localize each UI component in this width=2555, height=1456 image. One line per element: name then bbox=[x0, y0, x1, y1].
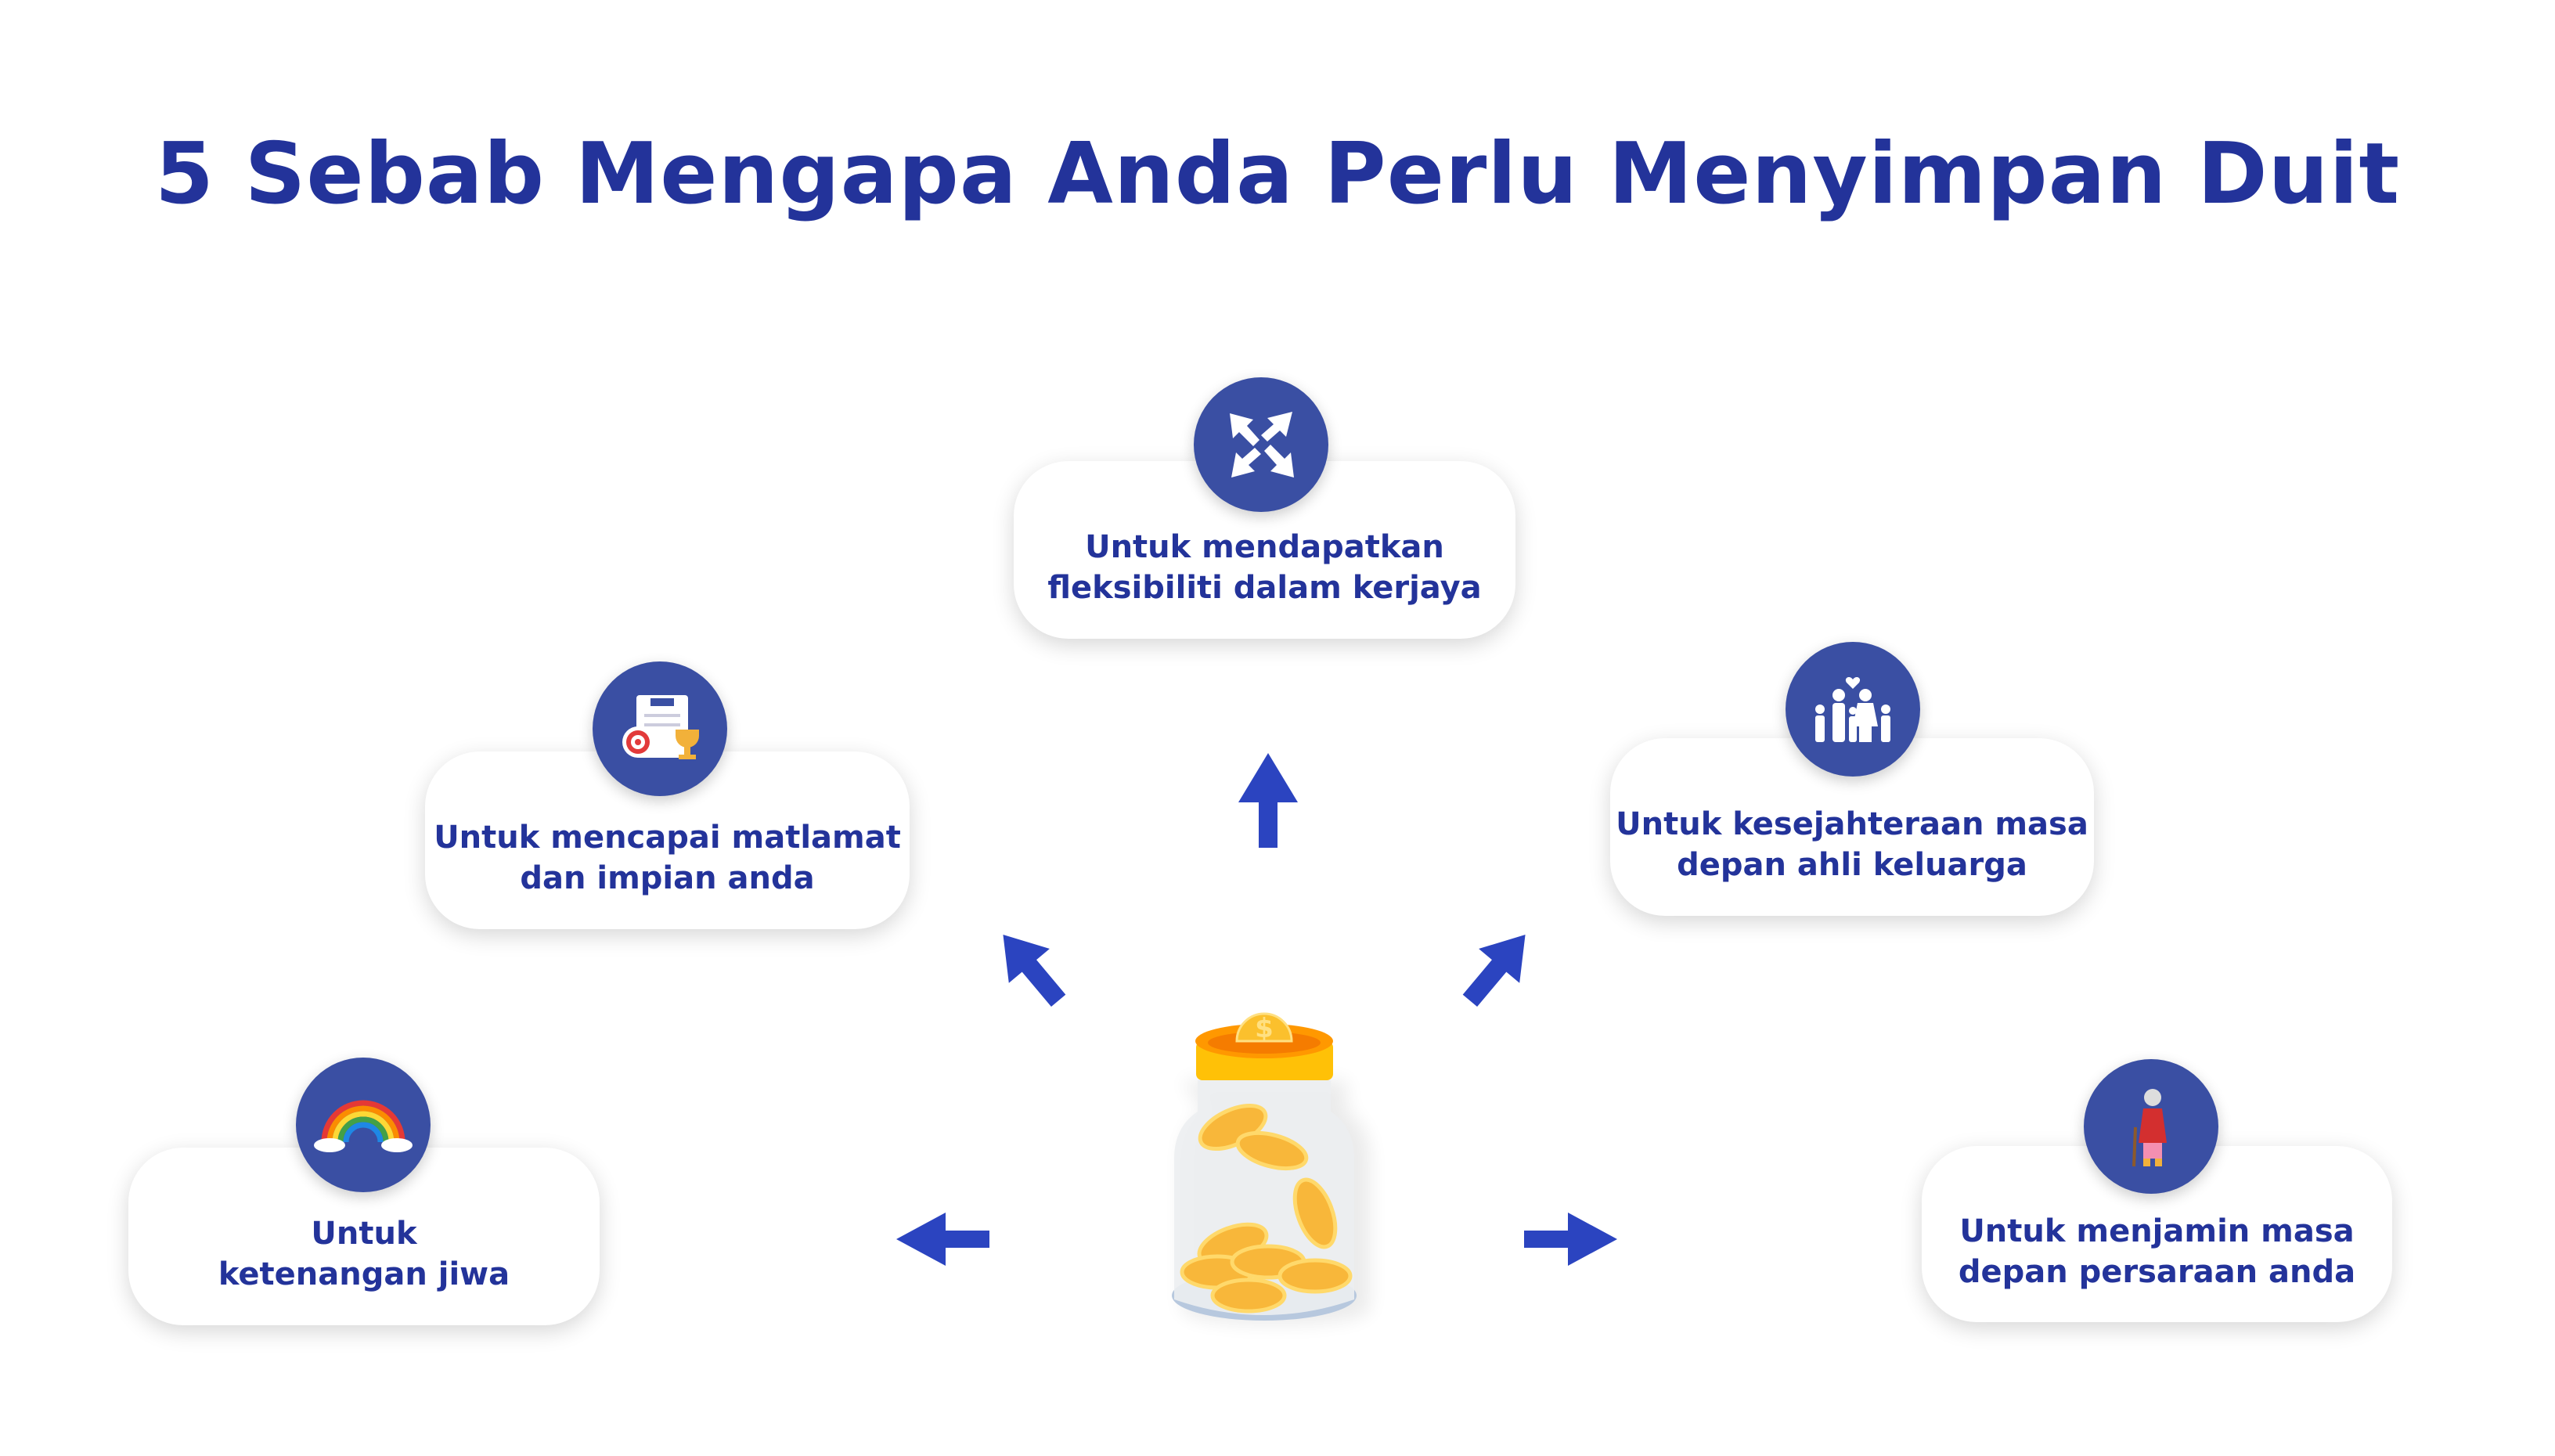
arrow-up-left-icon bbox=[1003, 935, 1066, 1007]
arrows-expand-icon bbox=[1194, 377, 1328, 512]
page-title: 5 Sebab Mengapa Anda Perlu Menyimpan Dui… bbox=[154, 125, 2401, 223]
rainbow-icon bbox=[296, 1058, 431, 1192]
reason-text: Untuk mendapatkan fleksibiliti dalam ker… bbox=[1047, 528, 1482, 606]
arrow-right-icon bbox=[1524, 1213, 1617, 1266]
arrow-up-right-icon bbox=[1462, 935, 1526, 1007]
jar-coin-symbol: $ bbox=[1255, 1013, 1274, 1044]
arrow-up-icon bbox=[1238, 753, 1298, 848]
reason-card-retirement: Untuk menjamin masa depan persaraan anda bbox=[1922, 1146, 2392, 1322]
family-icon bbox=[1786, 642, 1920, 777]
reason-text: Untuk menjamin masa depan persaraan anda bbox=[1958, 1213, 2356, 1290]
elderly-person-icon bbox=[2084, 1059, 2218, 1194]
goals-target-trophy-icon bbox=[593, 661, 727, 796]
reason-text: Untuk kesejahteraan masa depan ahli kelu… bbox=[1616, 805, 2088, 883]
arrow-left-icon bbox=[896, 1213, 989, 1266]
reason-card-goals: Untuk mencapai matlamat dan impian anda bbox=[425, 751, 910, 929]
reason-text: Untuk ketenangan jiwa bbox=[218, 1215, 510, 1292]
reason-text: Untuk mencapai matlamat dan impian anda bbox=[434, 819, 901, 896]
